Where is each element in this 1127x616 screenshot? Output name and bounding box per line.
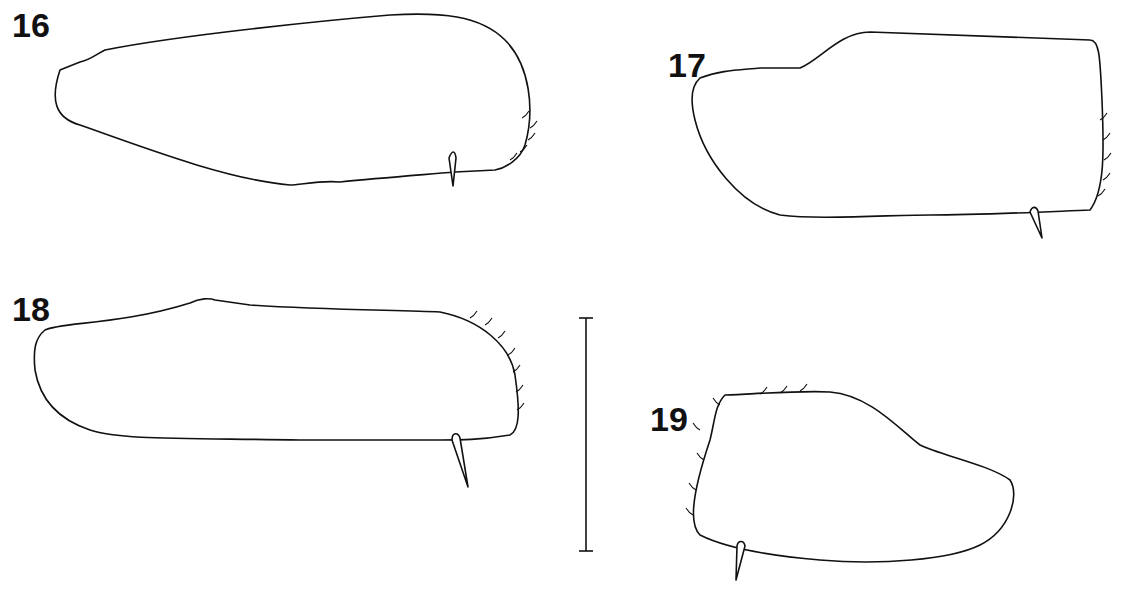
seta	[1100, 113, 1107, 120]
seta	[686, 508, 693, 515]
seta	[520, 145, 527, 152]
seta	[800, 384, 807, 391]
spine	[736, 542, 745, 581]
seta	[522, 111, 529, 118]
plate-outline	[55, 14, 530, 185]
seta	[1098, 189, 1105, 196]
plate-outline	[692, 32, 1103, 217]
seta	[1104, 153, 1111, 160]
figure-number: 17	[668, 48, 706, 82]
seta	[530, 121, 537, 128]
seta	[693, 423, 700, 430]
seta	[517, 403, 524, 410]
seta	[508, 348, 515, 355]
seta	[510, 153, 517, 160]
figure-number: 18	[12, 292, 50, 326]
figure-number: 16	[12, 8, 50, 42]
seta	[528, 133, 535, 140]
seta	[760, 387, 767, 394]
scale-bar	[579, 318, 593, 551]
seta	[1103, 173, 1110, 180]
figure-number: 19	[650, 402, 688, 436]
seta	[697, 453, 704, 460]
seta	[780, 386, 787, 393]
spine	[1030, 207, 1042, 238]
seta	[513, 365, 520, 372]
seta	[713, 398, 720, 405]
seta	[485, 318, 492, 325]
seta	[498, 331, 505, 338]
spine	[449, 152, 456, 186]
setae	[470, 111, 1111, 515]
spine	[452, 434, 468, 487]
seta	[516, 385, 523, 392]
seta	[1103, 133, 1110, 140]
plate-outline	[34, 299, 518, 440]
seta	[689, 483, 696, 490]
plate-outline	[693, 392, 1013, 562]
seta	[470, 311, 477, 318]
